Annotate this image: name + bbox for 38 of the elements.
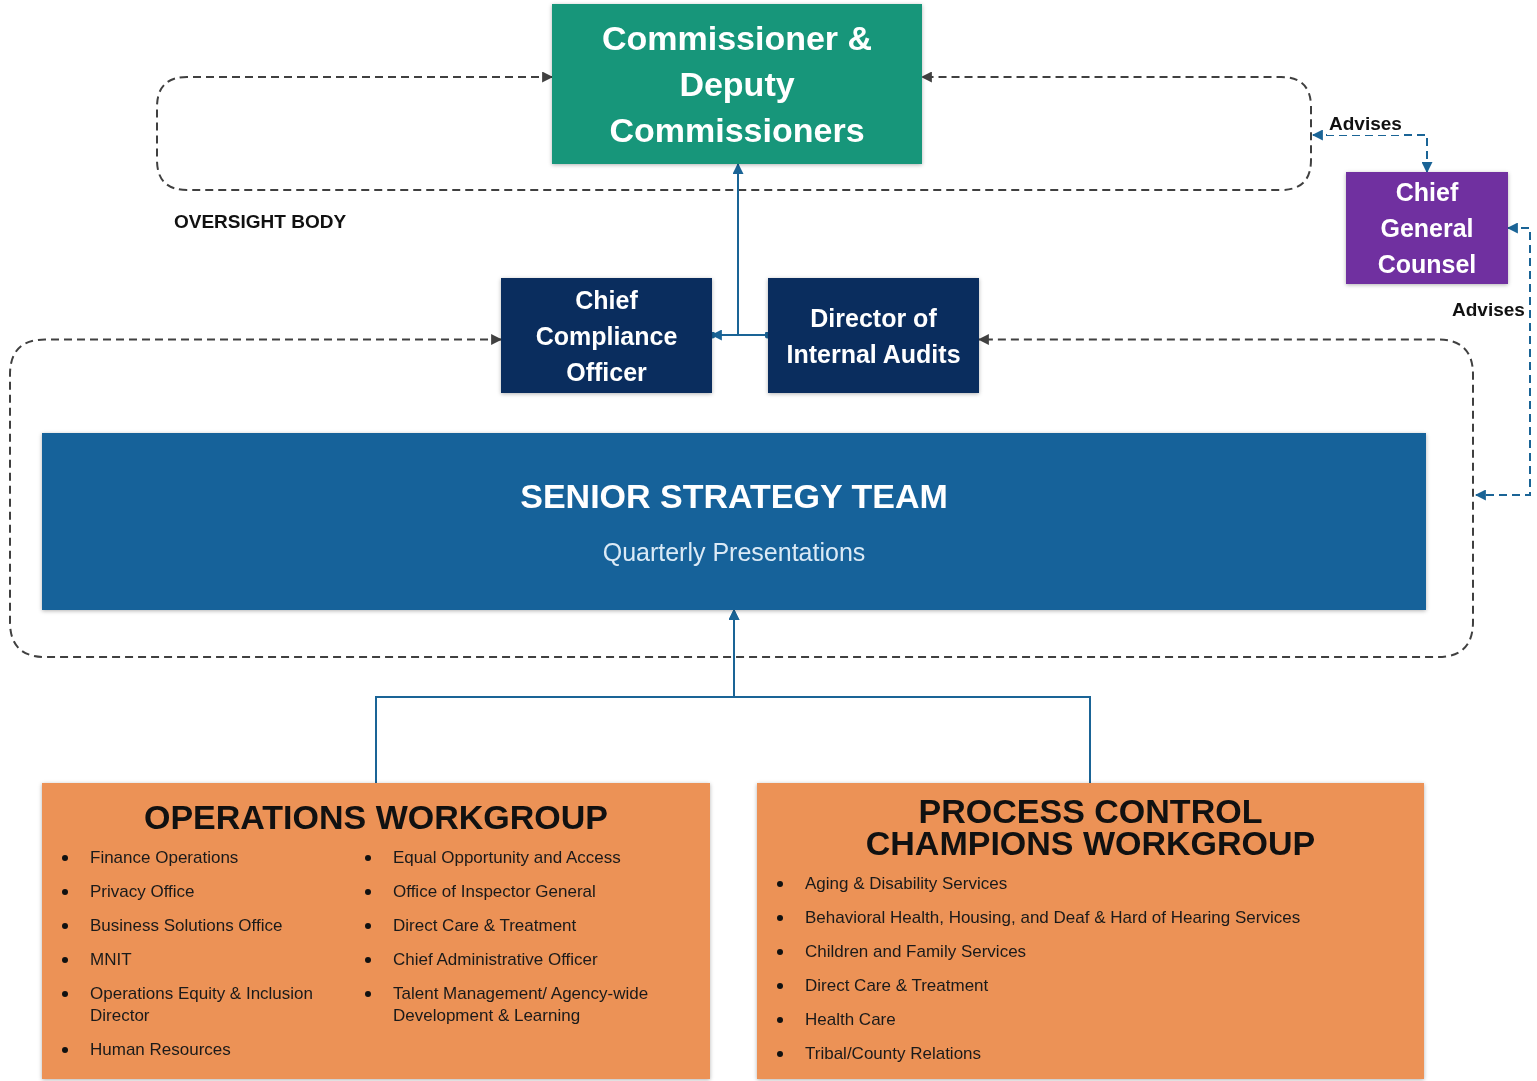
role-title: Chief Compliance Officer bbox=[534, 284, 679, 388]
workgroup-title: PROCESS CONTROL CHAMPIONS WORKGROUP bbox=[864, 795, 1317, 859]
team-title: SENIOR STRATEGY TEAM bbox=[520, 476, 948, 518]
role-title: Commissioner & Deputy Commissioners bbox=[600, 18, 874, 151]
connector-arrow bbox=[728, 608, 1091, 784]
list-item: MNIT bbox=[90, 949, 132, 971]
workgroup-title: OPERATIONS WORKGROUP bbox=[142, 797, 609, 837]
list-item: Office of Inspector General bbox=[393, 881, 596, 903]
connector-arrow bbox=[1474, 222, 1531, 501]
workgroup-panel bbox=[757, 783, 1424, 1079]
list-item: Chief Administrative Officer bbox=[393, 949, 598, 971]
list-item: Tribal/County Relations bbox=[805, 1043, 982, 1065]
list-item: Human Resources bbox=[90, 1039, 231, 1061]
list-item: Direct Care & Treatment bbox=[805, 975, 989, 997]
officer-box bbox=[501, 278, 712, 393]
list-item: Equal Opportunity and Access bbox=[393, 847, 621, 869]
list-item: Talent Management/ Agency-wide Development & Learning bbox=[393, 983, 650, 1027]
counsel-box bbox=[1346, 172, 1508, 284]
list-item: Direct Care & Treatment bbox=[393, 915, 577, 937]
team-banner bbox=[42, 433, 1426, 610]
list-item: Operations Equity & Inclusion Director bbox=[90, 983, 314, 1027]
connector-arrow bbox=[1311, 129, 1433, 174]
list-item: Privacy Office bbox=[90, 881, 195, 903]
list-item: Business Solutions Office bbox=[90, 915, 283, 937]
workgroup-panel bbox=[42, 783, 710, 1079]
connector-arrow bbox=[156, 71, 1312, 191]
group-label: OVERSIGHT BODY bbox=[174, 210, 347, 234]
list-item: Aging & Disability Services bbox=[805, 873, 1008, 895]
role-title: Chief General Counsel bbox=[1376, 177, 1478, 280]
list-item: Health Care bbox=[805, 1009, 896, 1031]
commissioner-box bbox=[552, 4, 922, 164]
director-box bbox=[768, 278, 979, 393]
connector-arrow bbox=[9, 334, 1474, 658]
team-subtitle: Quarterly Presentations bbox=[602, 537, 866, 569]
list-item: Finance Operations bbox=[90, 847, 239, 869]
list-item: Behavioral Health, Housing, and Deaf & Hard of Hearing Services bbox=[805, 907, 1301, 929]
list-item: Children and Family Services bbox=[805, 941, 1027, 963]
role-title: Director of Internal Audits bbox=[785, 302, 962, 370]
